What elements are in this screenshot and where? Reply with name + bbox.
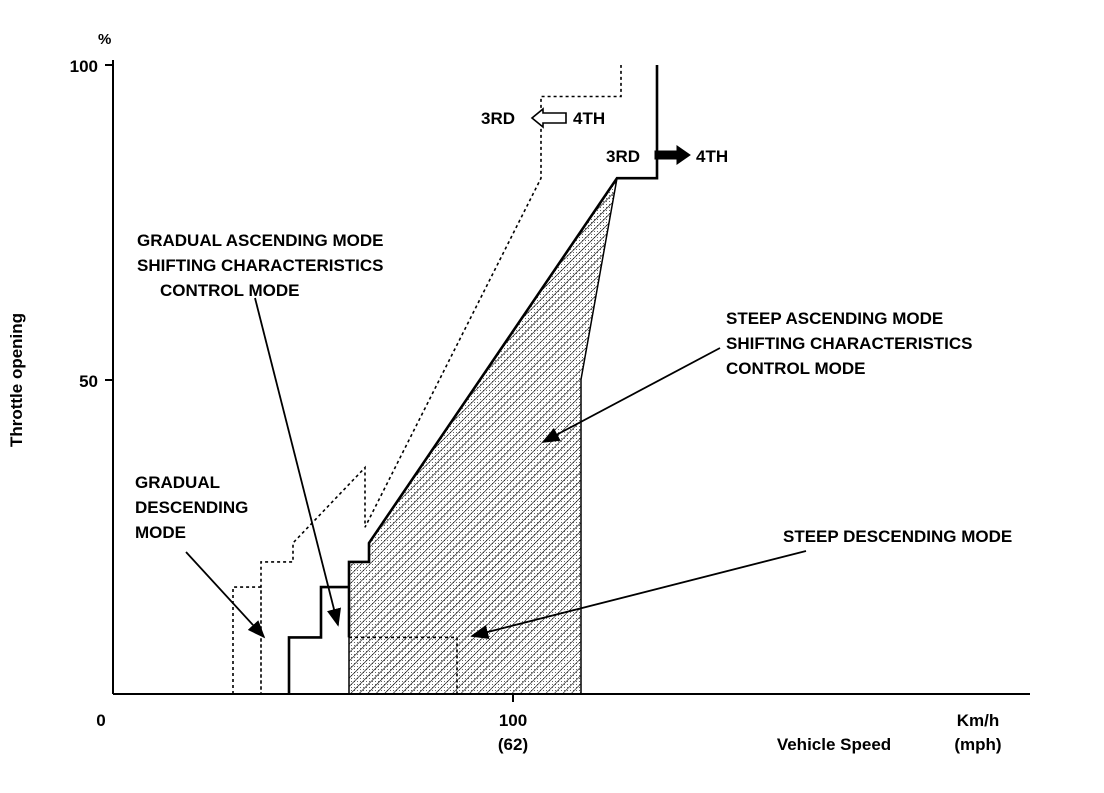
gradual-ascending-line-3: CONTROL MODE bbox=[160, 281, 299, 300]
downshift-label-3rd: 3RD bbox=[481, 109, 515, 128]
series-line-1-3rd-4th bbox=[232, 65, 622, 694]
gradual-ascending-line-1: GRADUAL ASCENDING MODE bbox=[137, 231, 384, 250]
steep-ascending-pointer bbox=[541, 347, 721, 443]
steep-ascending-line-3: CONTROL MODE bbox=[726, 359, 865, 378]
y-tick-label-50: 50 bbox=[79, 372, 98, 391]
x-tick-sublabel-100: (62) bbox=[498, 735, 528, 754]
steep-ascending-line-1: STEEP ASCENDING MODE bbox=[726, 309, 943, 328]
steep-ascending-annotation: STEEP ASCENDING MODE SHIFTING CHARACTERI… bbox=[541, 309, 973, 443]
series-line-3-steep-descending-mode bbox=[349, 636, 458, 694]
steep-descending-line-1: STEEP DESCENDING MODE bbox=[783, 527, 1012, 546]
gradual-descending-pointer bbox=[185, 551, 266, 639]
hollow-left-arrow-icon bbox=[530, 107, 567, 129]
gradual-ascending-pointer bbox=[254, 297, 341, 627]
gradual-descending-annotation: GRADUAL DESCENDING MODE bbox=[135, 473, 266, 639]
y-unit-label: % bbox=[98, 31, 111, 48]
steep-ascending-line-2: SHIFTING CHARACTERISTICS bbox=[726, 334, 973, 353]
upshift-label-3rd: 3RD bbox=[606, 147, 640, 166]
downshift-label-4th: 4TH bbox=[573, 109, 605, 128]
steep-descending-annotation: STEEP DESCENDING MODE bbox=[470, 527, 1012, 639]
solid-right-arrow-icon bbox=[654, 145, 691, 165]
gradual-ascending-annotation: GRADUAL ASCENDING MODE SHIFTING CHARACTE… bbox=[137, 231, 384, 627]
x-tick-label-100: 100 bbox=[499, 711, 527, 730]
gradual-descending-line-3: MODE bbox=[135, 523, 186, 542]
x-unit-label-alt: (mph) bbox=[954, 735, 1001, 754]
x-axis-title: Vehicle Speed bbox=[777, 735, 891, 754]
origin-label: 0 bbox=[96, 711, 105, 730]
gradual-ascending-line-2: SHIFTING CHARACTERISTICS bbox=[137, 256, 384, 275]
y-axis-title: Throttle opening bbox=[7, 313, 26, 447]
series-line-2-3rd-4th bbox=[287, 65, 659, 694]
steep-ascending-region bbox=[348, 177, 618, 695]
steep-descending-pointer bbox=[470, 550, 807, 639]
x-unit-label: Km/h bbox=[957, 711, 1000, 730]
y-tick-label-100: 100 bbox=[70, 57, 98, 76]
upshift-label-4th: 4TH bbox=[696, 147, 728, 166]
gradual-descending-line-1: GRADUAL bbox=[135, 473, 220, 492]
gradual-descending-line-2: DESCENDING bbox=[135, 498, 248, 517]
